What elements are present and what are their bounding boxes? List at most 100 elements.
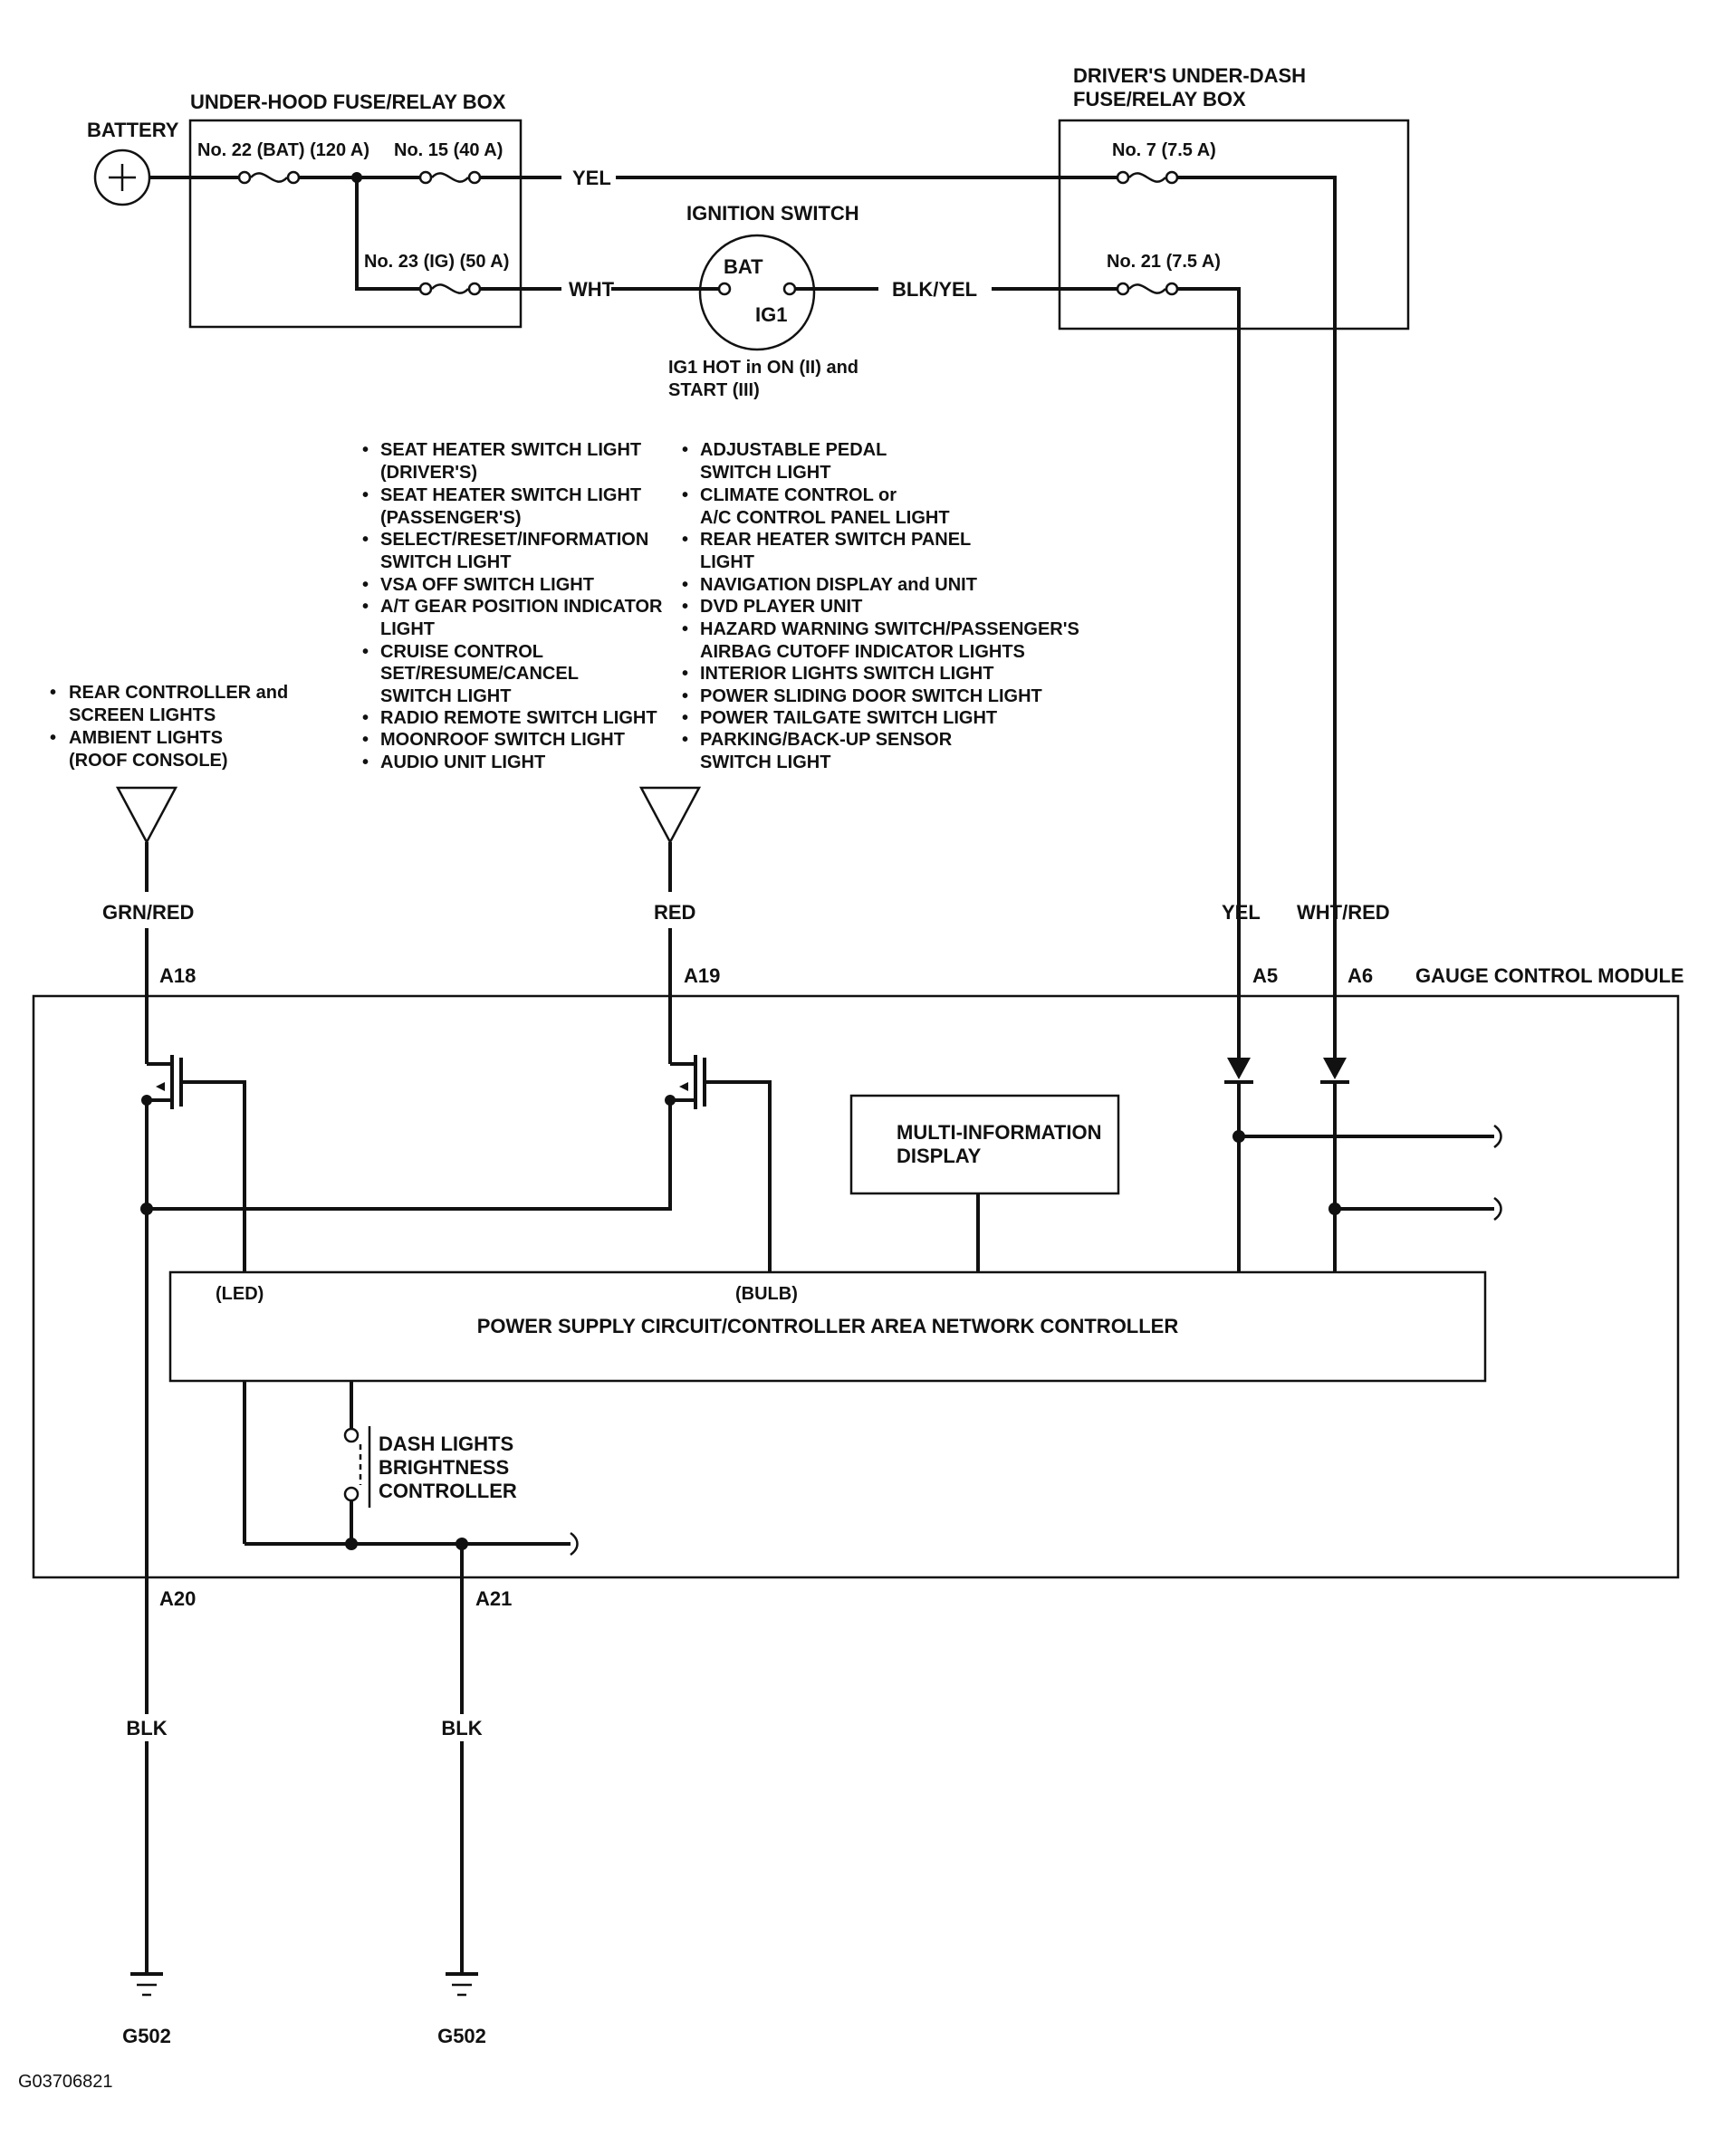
controller-label: POWER SUPPLY CIRCUIT/CONTROLLER AREA NET… (477, 1315, 1179, 1337)
mid-label-line1: MULTI-INFORMATION (897, 1121, 1101, 1144)
middle-loads-list: • SEAT HEATER SWITCH LIGHT (DRIVER'S) • … (362, 440, 663, 772)
right-load-line: CLIMATE CONTROL or (700, 485, 897, 505)
middle-load-line: SEAT HEATER SWITCH LIGHT (380, 440, 641, 460)
middle-load-line: LIGHT (380, 619, 435, 639)
svg-text:•: • (362, 440, 369, 460)
right-load-line: DVD PLAYER UNIT (700, 597, 862, 617)
ignition-switch-title: IGNITION SWITCH (686, 202, 859, 225)
load-arrow-left-icon (115, 786, 178, 845)
dash-controller-line3: CONTROLLER (379, 1480, 517, 1502)
power-supply-controller (168, 1270, 1487, 1383)
svg-text:•: • (362, 575, 369, 595)
middle-load-line: CRUISE CONTROL (380, 642, 543, 662)
svg-text:•: • (682, 530, 688, 550)
wire-label-yel: YEL (1222, 901, 1261, 924)
svg-text:•: • (682, 485, 688, 505)
wire-label-grn-red: GRN/RED (102, 901, 194, 924)
svg-text:•: • (682, 664, 688, 684)
fuse-7-label: No. 7 (7.5 A) (1112, 140, 1216, 160)
svg-text:•: • (682, 619, 688, 639)
dash-controller-line2: BRIGHTNESS (379, 1456, 509, 1479)
middle-load-line: AUDIO UNIT LIGHT (380, 752, 545, 772)
right-load-line: NAVIGATION DISPLAY and UNIT (700, 575, 977, 595)
ignition-note-line2: START (III) (668, 380, 760, 400)
right-loads-list: • ADJUSTABLE PEDAL SWITCH LIGHT • CLIMAT… (682, 440, 1079, 772)
right-load-line: POWER TAILGATE SWITCH LIGHT (700, 708, 997, 728)
svg-text:•: • (362, 752, 369, 772)
svg-text:•: • (362, 530, 369, 550)
right-load-line: LIGHT (700, 552, 754, 572)
ground-left-label: G502 (122, 2025, 171, 2047)
svg-text:•: • (50, 728, 56, 748)
left-load-line: SCREEN LIGHTS (69, 705, 216, 725)
battery-icon (93, 149, 151, 206)
middle-load-line: A/T GEAR POSITION INDICATOR (380, 597, 663, 617)
right-load-line: REAR HEATER SWITCH PANEL (700, 530, 971, 550)
ignition-note-line1: IG1 HOT in ON (II) and (668, 358, 858, 378)
fuse-15-icon (418, 170, 482, 185)
pin-a19: A19 (684, 964, 720, 987)
svg-text:•: • (362, 730, 369, 750)
pin-a18: A18 (159, 964, 196, 987)
wire-label-yel-top: YEL (572, 167, 611, 189)
multi-information-display (849, 1094, 1120, 1195)
middle-load-line: RADIO REMOTE SWITCH LIGHT (380, 708, 657, 728)
underdash-box-title-line1: DRIVER'S UNDER-DASH (1073, 64, 1306, 87)
dash-controller-line1: DASH LIGHTS (379, 1433, 513, 1455)
wire-label-red: RED (654, 901, 695, 924)
wire-label-blk-right: BLK (441, 1717, 482, 1739)
left-load-line: REAR CONTROLLER and (69, 683, 288, 703)
gauge-control-module (32, 994, 1680, 1579)
ground-right-label: G502 (437, 2025, 486, 2047)
right-load-line: AIRBAG CUTOFF INDICATOR LIGHTS (700, 642, 1025, 662)
right-load-line: A/C CONTROL PANEL LIGHT (700, 508, 950, 528)
bulb-label: (BULB) (735, 1284, 798, 1304)
svg-text:•: • (682, 597, 688, 617)
right-load-line: POWER SLIDING DOOR SWITCH LIGHT (700, 686, 1042, 706)
pin-a21: A21 (475, 1587, 512, 1610)
middle-load-line: (DRIVER'S) (380, 463, 477, 483)
fuse-23-label: No. 23 (IG) (50 A) (364, 252, 509, 272)
svg-text:•: • (682, 708, 688, 728)
pin-a6: A6 (1348, 964, 1373, 987)
wire-label-wht-red: WHT/RED (1297, 901, 1390, 924)
ground-left-icon (130, 1972, 163, 1997)
battery-label: BATTERY (87, 119, 179, 141)
pin-a20: A20 (159, 1587, 196, 1610)
bulb-transistor-icon (670, 1055, 772, 1272)
mid-label-line2: DISPLAY (897, 1145, 982, 1167)
svg-text:•: • (362, 597, 369, 617)
diode-a6-icon (1320, 1058, 1349, 1084)
left-load-line: AMBIENT LIGHTS (69, 728, 223, 748)
svg-text:•: • (50, 683, 56, 703)
wire-label-blk-yel: BLK/YEL (892, 278, 977, 301)
left-load-line: (ROOF CONSOLE) (69, 751, 228, 771)
right-load-line: PARKING/BACK-UP SENSOR (700, 730, 953, 750)
dash-lights-switch-icon (343, 1426, 371, 1508)
load-arrow-middle-icon (638, 786, 702, 845)
right-load-line: SWITCH LIGHT (700, 463, 830, 483)
ground-right-icon (446, 1972, 478, 1997)
right-load-line: INTERIOR LIGHTS SWITCH LIGHT (700, 664, 993, 684)
middle-load-line: SET/RESUME/CANCEL (380, 664, 579, 684)
svg-text:•: • (362, 642, 369, 662)
svg-text:•: • (362, 708, 369, 728)
fuse-7-icon (1116, 170, 1179, 185)
pin-a5: A5 (1252, 964, 1278, 987)
middle-load-line: SWITCH LIGHT (380, 552, 511, 572)
svg-text:•: • (362, 485, 369, 505)
svg-text:•: • (682, 575, 688, 595)
right-load-line: HAZARD WARNING SWITCH/PASSENGER'S (700, 619, 1079, 639)
right-load-line: SWITCH LIGHT (700, 752, 830, 772)
middle-load-line: SWITCH LIGHT (380, 686, 511, 706)
middle-load-line: SELECT/RESET/INFORMATION (380, 530, 648, 550)
underhood-fuse-box (188, 119, 523, 329)
fuse-23-icon (418, 282, 482, 296)
ignition-ig1-terminal: IG1 (755, 303, 787, 326)
led-label: (LED) (216, 1284, 264, 1304)
middle-load-line: VSA OFF SWITCH LIGHT (380, 575, 594, 595)
middle-load-line: SEAT HEATER SWITCH LIGHT (380, 485, 641, 505)
led-transistor-icon (147, 1055, 246, 1272)
underdash-box-title-line2: FUSE/RELAY BOX (1073, 88, 1246, 110)
